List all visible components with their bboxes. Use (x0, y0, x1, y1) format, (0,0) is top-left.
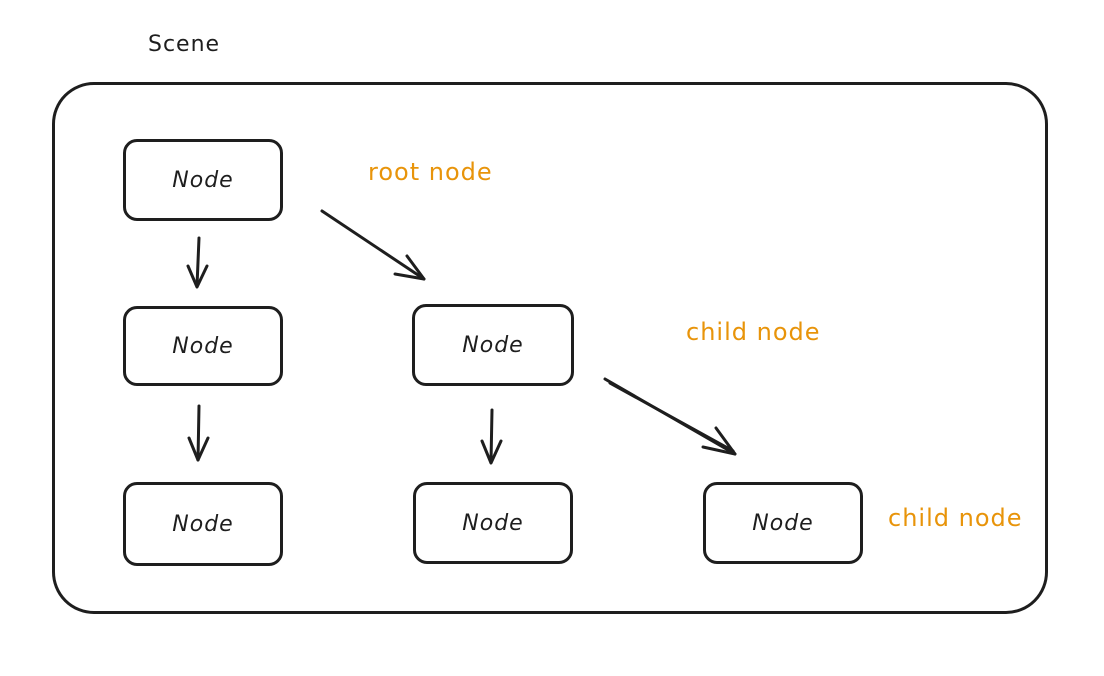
node-center-middle: Node (412, 304, 574, 386)
node-label: Node (172, 333, 234, 359)
node-right-bottom: Node (703, 482, 863, 564)
node-label: Node (462, 510, 524, 536)
scene-title: Scene (148, 32, 221, 57)
node-label: Node (172, 511, 234, 537)
scene-frame (52, 82, 1048, 614)
node-label: Node (752, 510, 814, 536)
node-left-middle: Node (123, 306, 283, 386)
node-left-bottom: Node (123, 482, 283, 566)
root-node-annotation: root node (368, 158, 493, 186)
node-label: Node (172, 167, 234, 193)
child-node-annotation-middle: child node (686, 318, 821, 346)
root-node: Node (123, 139, 283, 221)
node-label: Node (462, 332, 524, 358)
node-center-bottom: Node (413, 482, 573, 564)
child-node-annotation-right: child node (888, 504, 1023, 532)
